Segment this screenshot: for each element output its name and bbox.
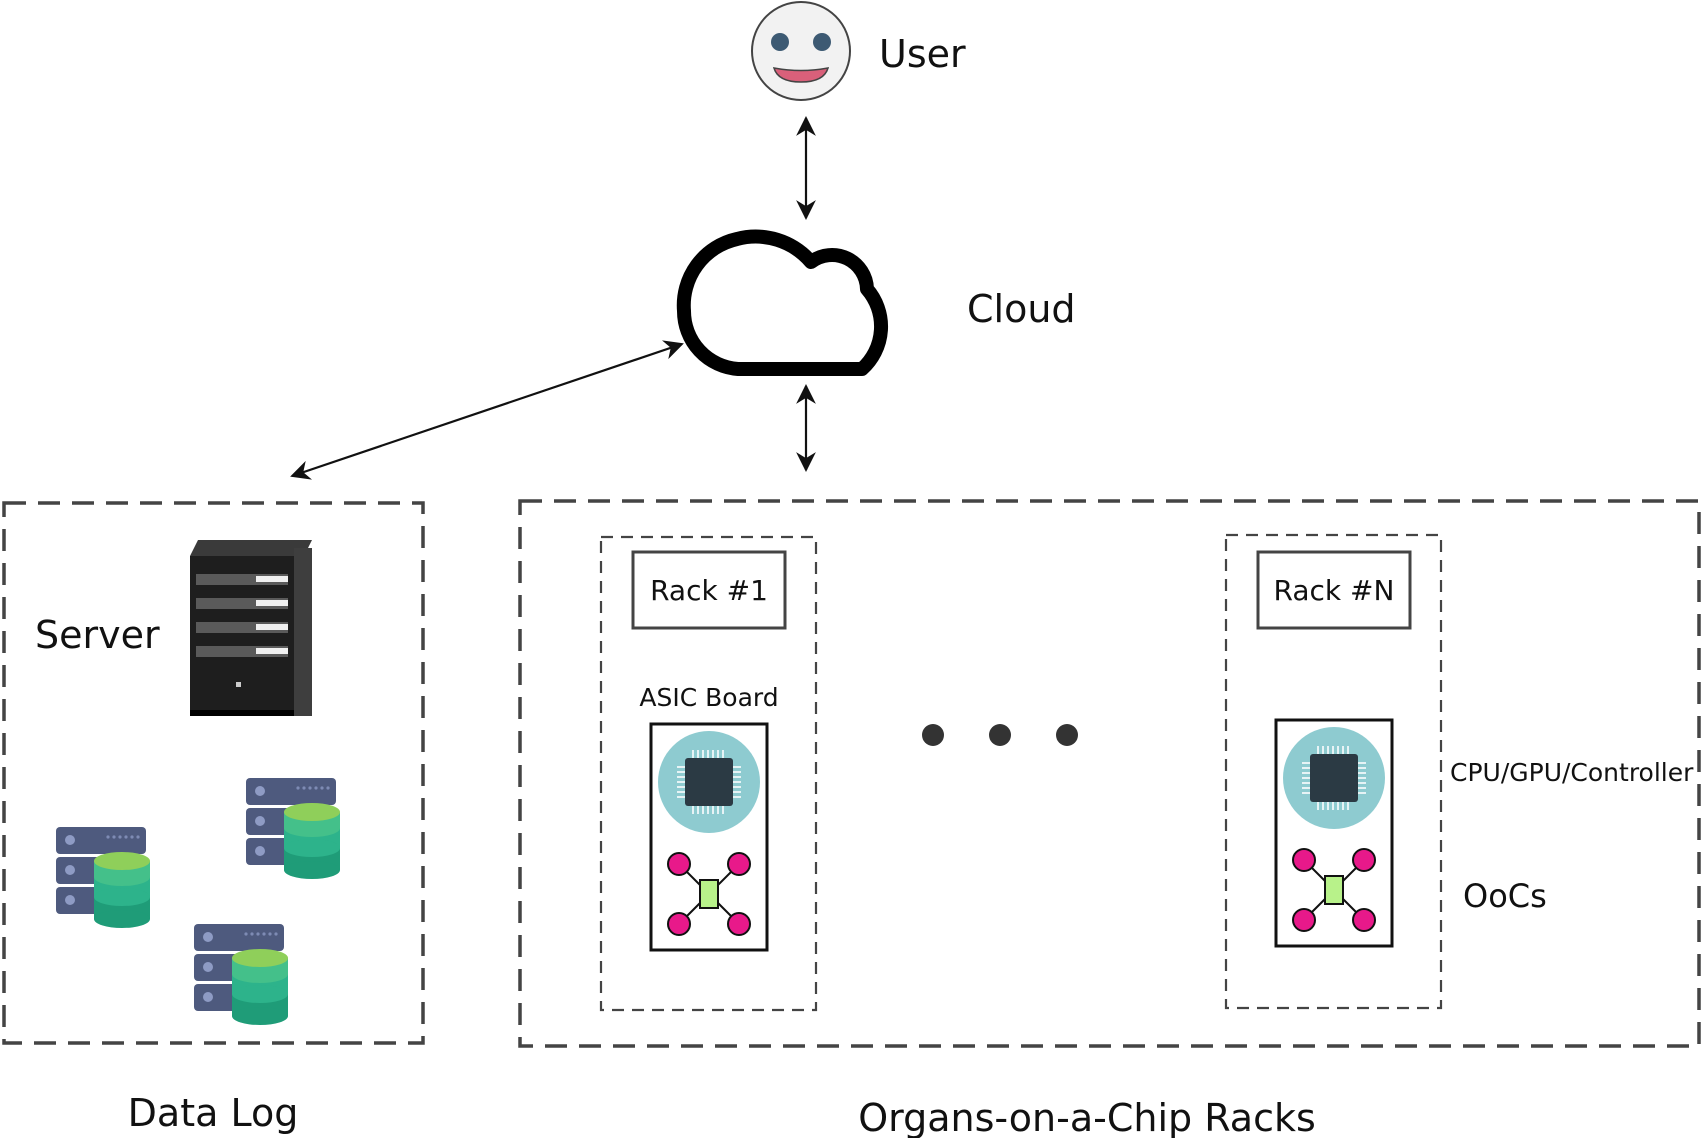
data-log-caption: Data Log <box>128 1091 299 1135</box>
cloud-icon <box>676 229 889 376</box>
user-label: User <box>879 32 966 76</box>
asic-chip-icon <box>657 730 761 834</box>
asic-board-label: ASIC Board <box>639 683 778 712</box>
database-icon <box>56 827 150 928</box>
ellipsis-dot <box>989 724 1011 746</box>
racks-caption: Organs-on-a-Chip Racks <box>858 1096 1316 1138</box>
rack-first-title: Rack #1 <box>650 574 768 607</box>
rack-first-frame <box>599 535 818 1012</box>
ellipsis-dot <box>1056 724 1078 746</box>
processor-chip-icon <box>1282 726 1386 830</box>
user-smiley-icon <box>751 1 851 101</box>
data-log-box <box>2 501 425 1045</box>
ellipsis-dot <box>922 724 944 746</box>
rack-first-title-box <box>631 550 787 630</box>
rack-last: Rack #N <box>1224 533 1443 1010</box>
rack-last-frame <box>1224 533 1443 1010</box>
database-icon <box>194 924 288 1025</box>
rack-first: Rack #1 ASIC Board <box>599 535 818 1012</box>
rack-last-title-box <box>1256 550 1412 630</box>
processor-label: CPU/GPU/Controller <box>1450 758 1694 787</box>
server-tower-icon <box>190 540 312 716</box>
server-label: Server <box>35 613 160 657</box>
rack-last-title: Rack #N <box>1274 574 1395 607</box>
ooc-label: OoCs <box>1463 877 1547 915</box>
racks-box <box>518 499 1701 1048</box>
arrow-cloud-datalog <box>290 340 684 480</box>
database-icon <box>246 778 340 879</box>
cloud-label: Cloud <box>967 287 1076 331</box>
